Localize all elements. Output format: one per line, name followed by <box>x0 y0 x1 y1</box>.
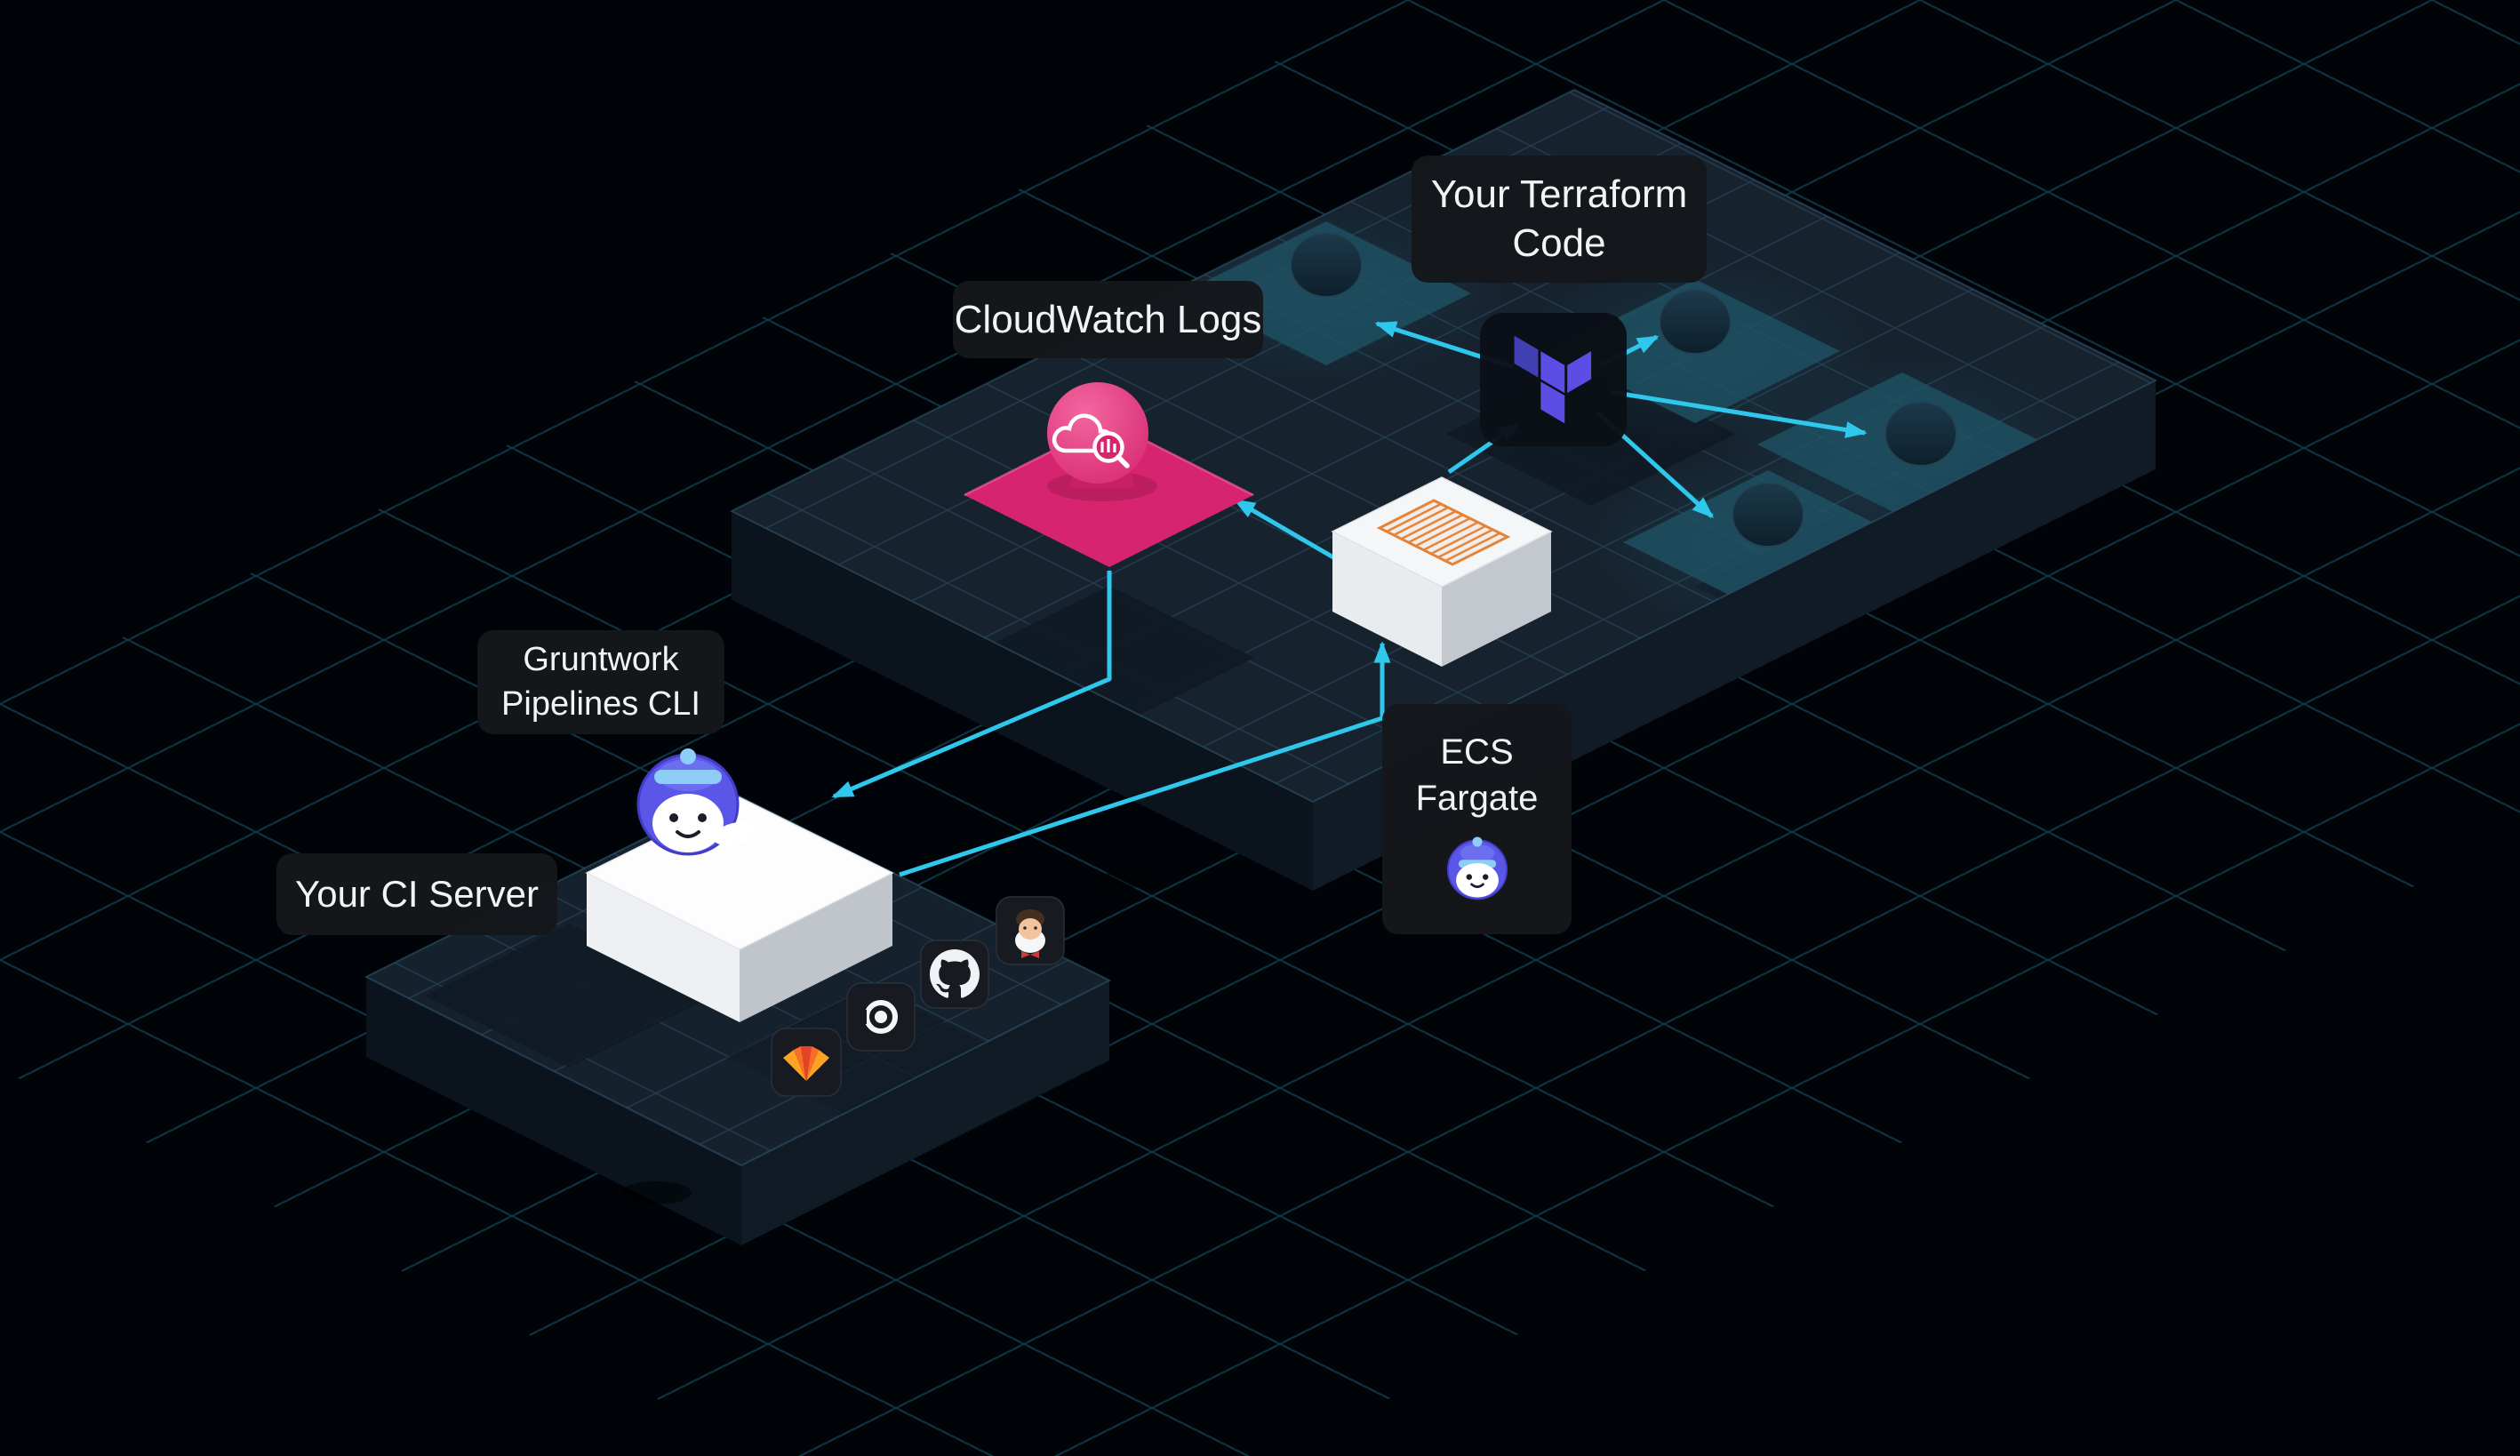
gitlab-icon <box>771 1028 842 1097</box>
cloudwatch-icon <box>964 382 1254 567</box>
terraform-code-label-line1: Your Terraform <box>1430 172 1688 216</box>
resource-node <box>1659 289 1732 355</box>
ecs-fargate-label-line1: ECS <box>1440 732 1514 772</box>
ecs-fargate-label: ECS Fargate <box>1382 704 1572 934</box>
container-art <box>1376 499 1511 566</box>
gruntwork-pipelines-cli-label: Gruntwork Pipelines CLI <box>477 630 724 734</box>
cloud-glyph <box>1052 413 1116 453</box>
gruntwork-mascot-mini-icon <box>1446 836 1508 900</box>
cloudwatch-logs-label-text: CloudWatch Logs <box>954 297 1262 341</box>
ci-tool-badges <box>771 896 1065 1097</box>
circleci-icon <box>846 982 916 1052</box>
ci-server-label-text: Your CI Server <box>295 873 539 915</box>
gruntwork-cli-label-line1: Gruntwork <box>523 641 679 679</box>
terraform-code-label-line2: Code <box>1512 220 1606 265</box>
ci-server-label: Your CI Server <box>276 853 557 935</box>
terraform-code-label: Your Terraform Code <box>1412 156 1707 283</box>
ground-shadow <box>620 1181 692 1204</box>
resource-node <box>1290 232 1363 298</box>
flow-arrow-terraform-to-node3 <box>1610 389 1868 438</box>
ecs-fargate-box <box>1331 476 1553 667</box>
ground-shadow <box>1100 870 1150 888</box>
cloudwatch-logs-label: CloudWatch Logs <box>953 281 1263 358</box>
jenkins-icon <box>996 896 1065 965</box>
terraform-icon <box>1480 313 1627 446</box>
resource-nodes <box>1290 232 1957 548</box>
resource-node <box>1732 482 1804 548</box>
ecs-fargate-label-line2: Fargate <box>1415 778 1539 818</box>
gruntwork-mascot-icon <box>636 748 756 856</box>
github-icon <box>920 940 989 1009</box>
gruntwork-cli-label-line2: Pipelines CLI <box>501 684 700 723</box>
flow-arrow-cloudwatch-to-cli <box>831 571 1112 799</box>
resource-node <box>1884 401 1957 467</box>
flow-arrow-ecs-to-cloudwatch <box>1233 498 1335 560</box>
